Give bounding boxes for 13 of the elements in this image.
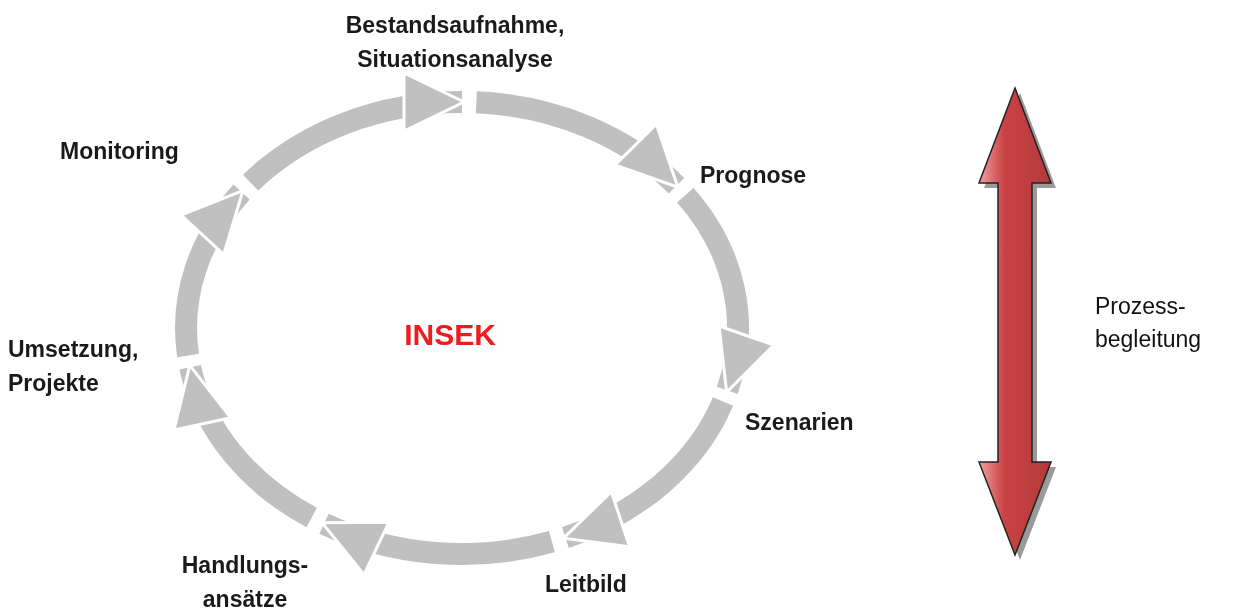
- cycle-arrow: [561, 396, 733, 548]
- step-label: Umsetzung, Projekte: [8, 332, 178, 400]
- side-label: Prozess- begleitung: [1095, 292, 1203, 355]
- step-label: Leitbild: [545, 567, 665, 601]
- cycle-arrow: [175, 185, 251, 357]
- cycle-arrow: [475, 91, 684, 194]
- step-label: Bestandsaufnahme, Situationsanalyse: [320, 8, 590, 76]
- step-label: Handlungs- ansätze: [160, 548, 330, 612]
- step-label: Monitoring: [60, 134, 220, 168]
- step-label: Prognose: [700, 158, 850, 192]
- cycle-arrow: [319, 513, 555, 574]
- step-label: Szenarien: [745, 405, 895, 439]
- center-label: INSEK: [403, 317, 497, 353]
